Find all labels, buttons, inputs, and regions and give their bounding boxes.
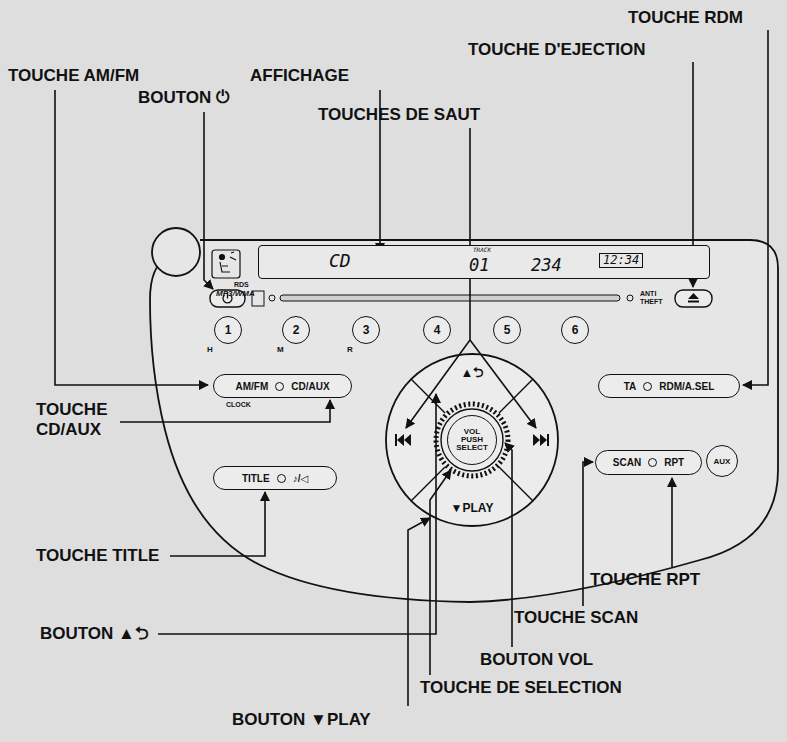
button-text: AUX [714, 457, 731, 466]
slot-light [627, 295, 633, 301]
preset-button: 5 [493, 316, 521, 344]
format-text: MP3/WMA [216, 289, 255, 298]
separator-dot [643, 382, 652, 391]
airbag-icon [212, 250, 240, 278]
anti-theft-text: ANTI THEFT [640, 290, 670, 307]
button-text: VOL PUSH SELECT [455, 428, 489, 452]
aux-jack: AUX [706, 445, 738, 477]
button-text: 3 [363, 323, 370, 337]
preset-button: 1 [214, 316, 242, 344]
cd-slot [280, 295, 620, 301]
display-text: 12:34 [599, 253, 643, 268]
preset-button: 2 [282, 316, 310, 344]
button-text: ♪/◁ [293, 473, 308, 484]
title-button: TITLE ♪/◁ [213, 466, 337, 490]
skip-forward-symbol [533, 434, 549, 446]
callout-label: TOUCHE D'EJECTION [468, 40, 646, 60]
separator-dot [648, 458, 657, 467]
ta-rdm-button: TA RDM/A.SEL [598, 374, 740, 398]
callout-label: TOUCHE SCAN [514, 608, 638, 628]
corner-knob [152, 228, 200, 276]
preset-button: 6 [561, 316, 589, 344]
callout-label: TOUCHE AM/FM [8, 66, 139, 86]
slot-light [269, 295, 275, 301]
logo-text: RDS [234, 281, 249, 289]
display-text: 234 [531, 256, 562, 275]
button-text: 5 [504, 323, 511, 337]
callout-label: BOUTON ⏻ [138, 88, 229, 108]
button-text: AM/FM [235, 381, 268, 392]
radio-housing [150, 240, 778, 602]
callout-label: AFFICHAGE [250, 66, 349, 86]
button-text: 4 [434, 323, 441, 337]
button-text: SCAN [613, 457, 641, 468]
display-text: TRACK [473, 247, 491, 254]
preset-mark: M [277, 345, 284, 354]
callout-label: BOUTON VOL [480, 650, 593, 670]
display-window: CD TRACK 01 234 12:34 [258, 245, 710, 279]
preset-button: 3 [352, 316, 380, 344]
vol-knob: VOL PUSH SELECT [447, 415, 497, 465]
skip-back-symbol [395, 434, 411, 446]
preset-mark: R [347, 345, 353, 354]
button-text: RDM/A.SEL [659, 381, 714, 392]
scan-rpt-button: SCAN RPT [595, 450, 702, 475]
eject-button [675, 290, 712, 307]
control-dial [386, 354, 558, 526]
button-text: 1 [225, 323, 232, 337]
button-text: 2 [293, 323, 300, 337]
callout-label: BOUTON ▲⮌ [40, 624, 149, 644]
separator-dot [275, 382, 284, 391]
preset-button: 4 [423, 316, 451, 344]
callout-label: TOUCHE RDM [628, 8, 743, 28]
dial-marking: ▲⮌ [461, 366, 484, 381]
button-text: 6 [572, 323, 579, 337]
dial-marking: ▼PLAY [451, 502, 494, 516]
separator-dot [277, 474, 286, 483]
callout-label: TOUCHE TITLE [36, 546, 159, 566]
leader-lines [55, 30, 768, 706]
callout-label: TOUCHE CD/AUX [36, 400, 116, 441]
button-subtext: CLOCK [226, 401, 251, 409]
preset-mark: H [207, 345, 213, 354]
button-text: RPT [664, 457, 684, 468]
amfm-cdaux-button: AM/FM CD/AUX [213, 374, 352, 398]
callout-label: TOUCHES DE SAUT [318, 105, 480, 125]
callout-label: BOUTON ▼PLAY [232, 710, 371, 730]
button-text: CD/AUX [291, 381, 329, 392]
callout-label: TOUCHE RPT [590, 570, 700, 590]
callout-label: TOUCHE DE SELECTION [420, 678, 622, 698]
button-text: TITLE [242, 473, 270, 484]
button-text: TA [624, 381, 637, 392]
display-text: 01 [469, 256, 489, 275]
display-text: CD [329, 251, 351, 271]
